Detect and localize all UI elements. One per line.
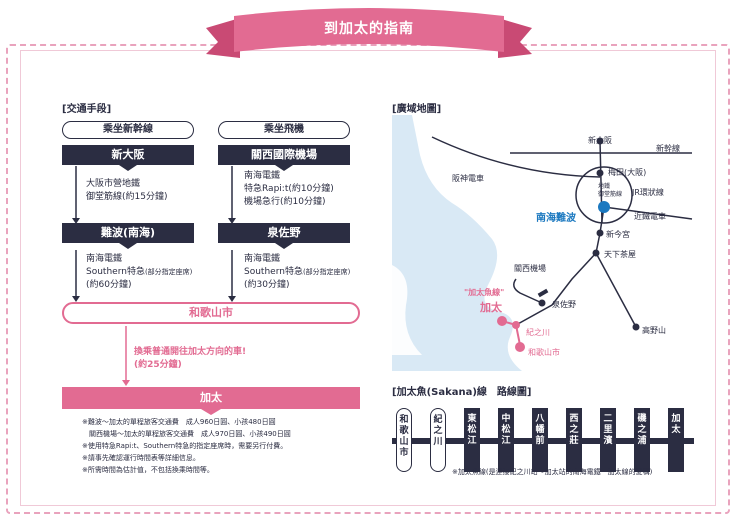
station-kix: 關西國際機場 bbox=[218, 145, 350, 171]
map-label-namba: 南海難波 bbox=[536, 213, 576, 224]
line-heading: [加太魚(Sakana)線 路線圖] bbox=[392, 387, 532, 398]
station-kada: 加太 bbox=[62, 387, 360, 415]
line-stop: 二里濱 bbox=[600, 408, 616, 472]
line-stop: 和歌山市 bbox=[396, 408, 412, 472]
title-ribbon: 到加太的指南 bbox=[200, 6, 538, 62]
map-label-kix: 關西機場 bbox=[514, 264, 546, 273]
map-label-shinkansen: 新幹線 bbox=[656, 144, 680, 153]
desc-southern-namba: 南海電鐵 Southern特急(部分指定座席) (約60分鐘) bbox=[86, 254, 193, 290]
desc-southern-izumisano: 南海電鐵 Southern特急(部分指定座席) (約30分鐘) bbox=[244, 254, 351, 290]
desc-midosuji: 大阪市營地鐵 御堂筋線(約15分鐘) bbox=[86, 179, 168, 202]
ribbon-shape bbox=[206, 8, 532, 58]
station-wakayamashi: 和歌山市 bbox=[62, 302, 360, 324]
map-label-subway: 地鐵 御堂筋線 bbox=[598, 183, 623, 198]
line-stop: 八幡前 bbox=[532, 408, 548, 472]
route-shinkansen: 乘坐新幹線 bbox=[62, 121, 194, 139]
transfer-instruction: 換乘普通開往加太方向的車! (約25分鐘) bbox=[134, 347, 247, 370]
line-stop: 紀之川 bbox=[430, 408, 446, 472]
map-label-shin-imamiya: 新今宮 bbox=[606, 230, 630, 239]
route-plane: 乘坐飛機 bbox=[218, 121, 350, 139]
station-namba: 難波(南海) bbox=[62, 223, 194, 249]
line-stop: 西之莊 bbox=[566, 408, 582, 472]
map-label-umeda: 梅田(大阪) bbox=[608, 168, 647, 177]
map-label-kada: 加太 bbox=[480, 301, 502, 314]
station-shin-osaka: 新大阪 bbox=[62, 145, 194, 171]
desc-rapit: 南海電鐵 特急Rapi:t(約10分鐘) 機場急行(約10分鐘) bbox=[244, 171, 334, 207]
fare-notes: ※難波～加太的單程旅客交通費 成人960日圓、小孩480日圓 關西機場～加太的單… bbox=[82, 418, 291, 474]
map-label-kinokawa: 紀之川 bbox=[526, 328, 550, 337]
page-title: 到加太的指南 bbox=[324, 21, 414, 37]
map-label-tengachaya: 天下茶屋 bbox=[604, 250, 636, 259]
map-label-wakayamashi: 和歌山市 bbox=[528, 348, 560, 357]
map-label-kintetsu: 近鐵電車 bbox=[634, 212, 666, 221]
map-heading: [廣域地圖] bbox=[392, 104, 442, 115]
map-label-kada-line: "加太魚線" bbox=[464, 288, 505, 297]
map-label-shin-osaka: 新大阪 bbox=[588, 136, 612, 145]
transport-heading: [交通手段] bbox=[62, 104, 112, 115]
line-stop: 加太 bbox=[668, 408, 684, 472]
wide-area-map: 新大阪 新幹線 阪神電車 梅田(大阪) 地鐵 御堂筋線 JR環狀線 近鐵電車 南… bbox=[392, 115, 694, 371]
line-note: ※加太魚線(是連接紀之川站～加太站的南海電鐵 加太線的愛稱) bbox=[452, 468, 653, 476]
map-label-izumisano: 泉佐野 bbox=[552, 300, 576, 309]
map-drawing bbox=[392, 115, 694, 371]
map-label-koyasan: 高野山 bbox=[642, 326, 666, 335]
map-label-hanshin: 阪神電車 bbox=[452, 174, 484, 183]
line-stop: 中松江 bbox=[498, 408, 514, 472]
line-stop: 東松江 bbox=[464, 408, 480, 472]
station-izumisano: 泉佐野 bbox=[218, 223, 350, 249]
map-label-jr-loop: JR環狀線 bbox=[632, 188, 664, 197]
line-stop: 磯之浦 bbox=[634, 408, 650, 472]
